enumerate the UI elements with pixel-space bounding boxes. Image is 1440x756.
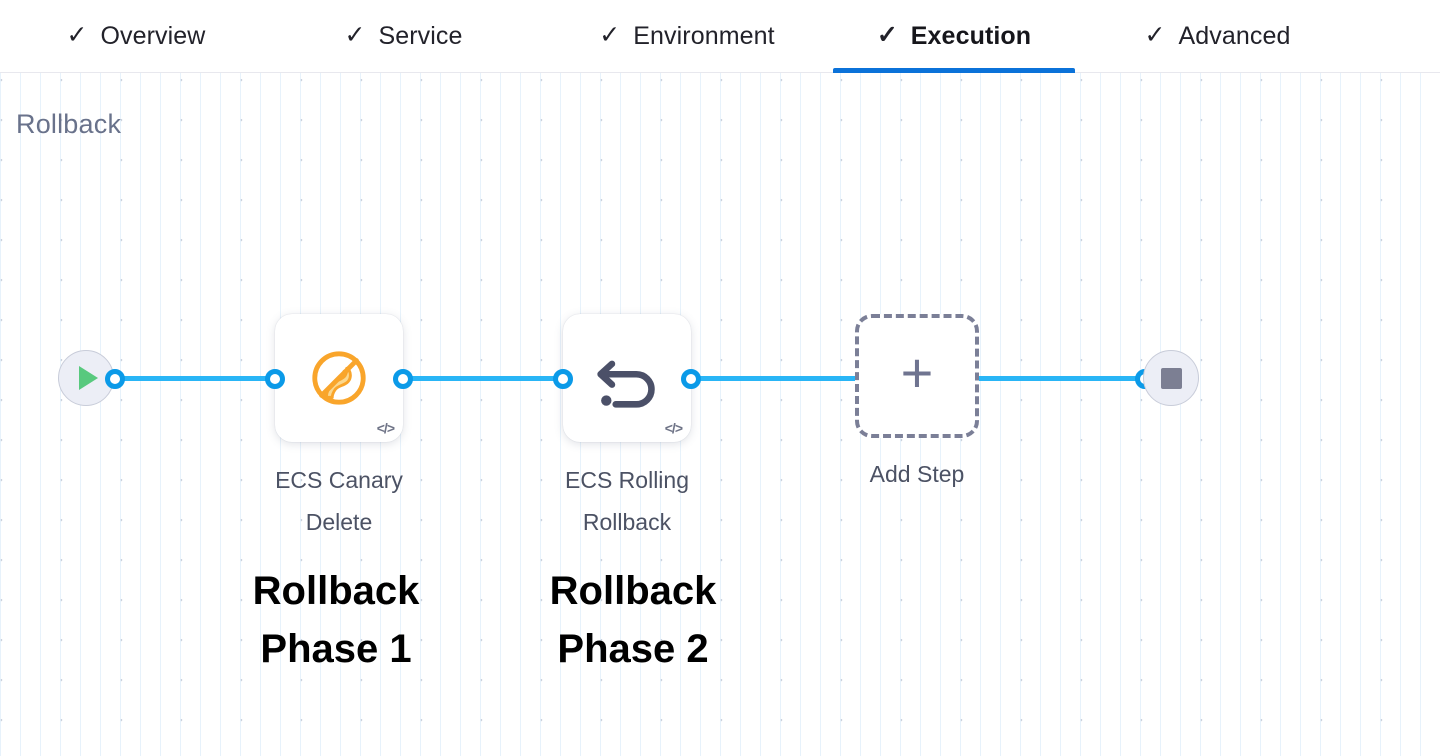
rollback-stage-graph: </> ECS Canary Delete </> ECS Rolling Ro… [0, 73, 1440, 756]
check-icon: ✓ [66, 20, 88, 49]
check-icon: ✓ [344, 20, 366, 49]
tab-list: ✓ Overview ✓ Service ✓ Environment ✓ Exe… [0, 0, 1440, 73]
tab-overview-label: Overview [100, 21, 206, 50]
step-node-ecs-rolling-rollback[interactable]: </> [563, 314, 691, 442]
step1-input-port[interactable] [265, 369, 285, 389]
tab-execution-label: Execution [910, 21, 1032, 50]
tab-service[interactable]: ✓ Service [266, 0, 541, 72]
step-label-ecs-canary-delete: ECS Canary Delete [224, 459, 454, 543]
step2-output-port[interactable] [681, 369, 701, 389]
tab-environment-label: Environment [633, 21, 775, 50]
stop-icon [1160, 367, 1182, 389]
step1-output-port[interactable] [393, 369, 413, 389]
check-icon: ✓ [1144, 20, 1166, 49]
tab-service-label: Service [378, 21, 463, 50]
add-step-label: Add Step [869, 461, 965, 487]
plus-icon: + [900, 341, 934, 404]
tab-environment[interactable]: ✓ Environment [541, 0, 833, 72]
connector-step1-to-step2 [399, 376, 571, 381]
step1-label-line2: Delete [305, 509, 373, 535]
tab-active-indicator [833, 68, 1075, 73]
rollback-arrow-icon [597, 360, 655, 408]
step2-input-port[interactable] [553, 369, 573, 389]
code-icon[interactable]: </> [664, 420, 683, 436]
connector-step2-to-addstep [687, 376, 867, 381]
pipeline-canvas[interactable]: Rollback </> ECS Canary Delete [0, 73, 1440, 756]
ecs-canary-delete-icon [312, 351, 366, 405]
end-node[interactable] [1143, 350, 1199, 406]
tab-overview[interactable]: ✓ Overview [6, 0, 266, 72]
connector-start-to-step1 [113, 376, 287, 381]
wizard-tab-bar: ✓ Overview ✓ Service ✓ Environment ✓ Exe… [0, 0, 1440, 73]
section-title-rollback: Rollback [16, 109, 122, 139]
check-icon: ✓ [876, 20, 898, 49]
add-step-button[interactable]: + [855, 314, 979, 438]
connector-addstep-to-end [968, 376, 1148, 381]
annotation-rollback-phase-2: Rollback Phase 2 [549, 569, 717, 671]
code-icon[interactable]: </> [376, 420, 395, 436]
tab-advanced-label: Advanced [1178, 21, 1291, 50]
start-node-output-port[interactable] [105, 369, 125, 389]
check-icon: ✓ [599, 20, 621, 49]
step2-label-line2: Rollback [582, 509, 672, 535]
step2-label-line1: ECS Rolling [565, 467, 689, 493]
tab-advanced[interactable]: ✓ Advanced [1075, 0, 1360, 72]
start-node[interactable] [58, 350, 114, 406]
step-node-ecs-canary-delete[interactable]: </> [275, 314, 403, 442]
play-icon [79, 366, 98, 390]
step-label-ecs-rolling-rollback: ECS Rolling Rollback [512, 459, 742, 543]
step1-label-line1: ECS Canary [275, 467, 403, 493]
tab-execution[interactable]: ✓ Execution [833, 0, 1075, 73]
annotation-rollback-phase-1: Rollback Phase 1 [252, 569, 420, 671]
